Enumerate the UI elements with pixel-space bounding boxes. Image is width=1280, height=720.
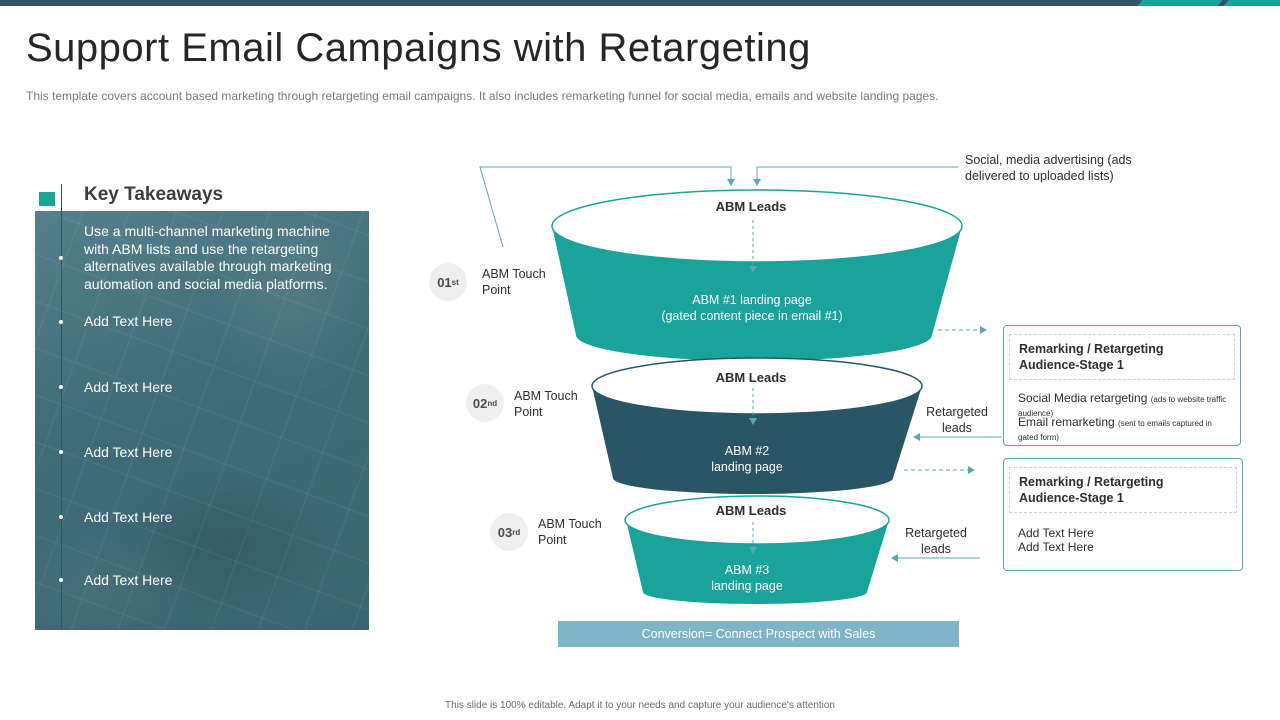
bullet-icon [59, 578, 63, 582]
social-advertising-note: Social, media advertising (ads delivered… [965, 153, 1132, 183]
page-title: Support Email Campaigns with Retargeting [26, 26, 811, 70]
key-takeaways-panel [35, 211, 369, 630]
top-accent-bar [0, 0, 1280, 6]
funnel-stage-2 [592, 386, 922, 494]
funnel-body-line: landing page [711, 579, 783, 593]
abm-leads-label: ABM Leads [715, 370, 787, 385]
bullet-icon [59, 450, 63, 454]
takeaway-item: Use a multi-channel marketing machine wi… [84, 223, 332, 292]
accent-stripe [1223, 0, 1280, 6]
bullet-icon [59, 385, 63, 389]
takeaway-item: Add Text Here [84, 313, 173, 329]
takeaways-divider [61, 184, 62, 630]
retargeting-box-line: Add Text Here [1018, 540, 1094, 554]
bullet-icon [59, 320, 63, 324]
touch-point-label: Point [514, 405, 543, 419]
abm-leads-label: ABM Leads [715, 199, 787, 214]
funnel-body-line: ABM #3 [724, 563, 770, 577]
funnel-body-line: ABM #2 [724, 444, 770, 458]
connector-line [753, 166, 958, 186]
flow-arrow-icon [749, 547, 757, 554]
takeaway-item: Add Text Here [84, 444, 173, 460]
touch-point-label: Point [538, 533, 567, 547]
abm-leads-label: ABM Leads [715, 503, 787, 518]
footer-note: This slide is 100% editable. Adapt it to… [445, 700, 835, 711]
keyboard-texture [35, 211, 369, 630]
funnel-rim-2 [591, 357, 923, 415]
conversion-bar: Conversion= Connect Prospect with Sales [558, 621, 959, 647]
funnel-body-line: landing page [711, 460, 783, 474]
flow-arrow-icon [749, 266, 757, 273]
touch-point-label: ABM Touch [482, 267, 546, 281]
funnel-body-line: ABM #1 landing page [692, 293, 812, 307]
accent-stripe [1137, 0, 1223, 6]
retargeting-box-line: Social Media retargeting (ads to website… [1018, 391, 1227, 418]
flow-arrow-icon [749, 418, 757, 425]
retargeting-box-line: Email remarketing (sent to emails captur… [1018, 415, 1212, 442]
touch-point-label: Point [482, 283, 511, 297]
touch-point-label: ABM Touch [514, 389, 578, 403]
funnel-body-line: (gated content piece in email #1) [661, 309, 843, 323]
takeaway-item: Add Text Here [84, 509, 173, 525]
bullet-icon [59, 256, 63, 260]
key-takeaways-title: Key Takeaways [84, 184, 224, 205]
page-subtitle: This template covers account based marke… [26, 89, 939, 103]
touch-point-label: ABM Touch [538, 517, 602, 531]
teal-square-icon [39, 192, 55, 206]
retargeting-box-line: Add Text Here [1018, 526, 1094, 540]
takeaway-item: Add Text Here [84, 379, 173, 395]
bullet-icon [59, 515, 63, 519]
takeaway-item: Add Text Here [84, 572, 173, 588]
